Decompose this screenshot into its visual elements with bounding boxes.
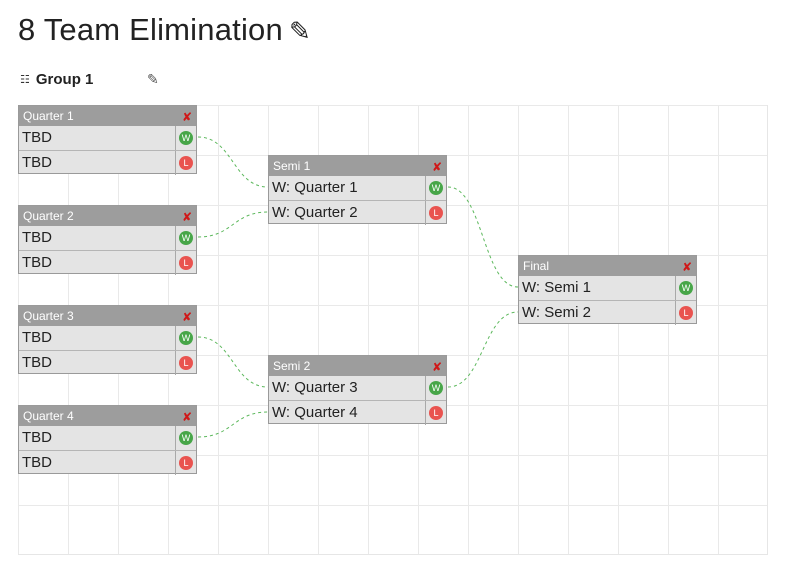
delete-match-icon[interactable]: ✘ xyxy=(431,360,442,374)
slot-team-name[interactable]: W: Semi 2 xyxy=(519,301,676,325)
win-icon[interactable]: W xyxy=(179,431,193,445)
match-slot-bottom: W: Semi 2 L xyxy=(519,300,696,325)
delete-match-icon[interactable]: ✘ xyxy=(431,160,442,174)
match-header: Quarter 2 ✘ xyxy=(19,206,196,226)
match-semi-2: Semi 2 ✘ W: Quarter 3 W W: Quarter 4 L xyxy=(268,355,447,425)
slot-team-name[interactable]: TBD xyxy=(19,251,176,275)
match-title: Semi 2 xyxy=(273,359,311,373)
delete-match-icon[interactable]: ✘ xyxy=(181,110,192,124)
slot-team-name[interactable]: TBD xyxy=(19,326,176,350)
match-title: Semi 1 xyxy=(273,159,311,173)
match-header: Quarter 1 ✘ xyxy=(19,106,196,126)
delete-match-icon[interactable]: ✘ xyxy=(181,310,192,324)
slot-team-name[interactable]: TBD xyxy=(19,451,176,475)
match-quarter-4: Quarter 4 ✘ TBD W TBD L xyxy=(18,405,197,475)
match-title: Quarter 2 xyxy=(23,209,74,223)
match-slot-bottom: W: Quarter 2 L xyxy=(269,200,446,225)
match-slot-bottom: TBD L xyxy=(19,350,196,375)
delete-match-icon[interactable]: ✘ xyxy=(681,260,692,274)
match-slot-top: W: Quarter 1 W xyxy=(269,176,446,200)
slot-team-name[interactable]: W: Quarter 2 xyxy=(269,201,426,225)
match-header: Semi 1 ✘ xyxy=(269,156,446,176)
slot-team-name[interactable]: W: Quarter 1 xyxy=(269,176,426,200)
match-semi-1: Semi 1 ✘ W: Quarter 1 W W: Quarter 2 L xyxy=(268,155,447,225)
loss-icon[interactable]: L xyxy=(429,206,443,220)
group-edit-pencil-icon[interactable]: ✎ xyxy=(147,71,159,87)
loss-icon[interactable]: L xyxy=(179,156,193,170)
group-name: Group 1 xyxy=(35,70,94,88)
group-header: ☷ Group 1 xyxy=(20,70,93,88)
match-slot-bottom: TBD L xyxy=(19,450,196,475)
win-icon[interactable]: W xyxy=(429,381,443,395)
match-header: Final ✘ xyxy=(519,256,696,276)
loss-icon[interactable]: L xyxy=(179,356,193,370)
match-header: Quarter 4 ✘ xyxy=(19,406,196,426)
loss-icon[interactable]: L xyxy=(429,406,443,420)
match-slot-top: TBD W xyxy=(19,126,196,150)
delete-match-icon[interactable]: ✘ xyxy=(181,210,192,224)
slot-team-name[interactable]: W: Quarter 4 xyxy=(269,401,426,425)
page-title-text: 8 Team Elimination xyxy=(18,12,283,47)
win-icon[interactable]: W xyxy=(679,281,693,295)
loss-icon[interactable]: L xyxy=(679,306,693,320)
loss-icon[interactable]: L xyxy=(179,256,193,270)
match-title: Quarter 4 xyxy=(23,409,74,423)
match-header: Semi 2 ✘ xyxy=(269,356,446,376)
match-slot-bottom: TBD L xyxy=(19,250,196,275)
match-slot-top: W: Semi 1 W xyxy=(519,276,696,300)
match-quarter-3: Quarter 3 ✘ TBD W TBD L xyxy=(18,305,197,375)
slot-team-name[interactable]: TBD xyxy=(19,351,176,375)
match-final: Final ✘ W: Semi 1 W W: Semi 2 L xyxy=(518,255,697,325)
win-icon[interactable]: W xyxy=(179,231,193,245)
match-header: Quarter 3 ✘ xyxy=(19,306,196,326)
match-slot-top: TBD W xyxy=(19,326,196,350)
match-quarter-2: Quarter 2 ✘ TBD W TBD L xyxy=(18,205,197,275)
match-title: Quarter 1 xyxy=(23,109,74,123)
edit-pencil-icon[interactable]: ✎ xyxy=(288,16,311,46)
match-title: Quarter 3 xyxy=(23,309,74,323)
slot-team-name[interactable]: TBD xyxy=(19,426,176,450)
win-icon[interactable]: W xyxy=(179,131,193,145)
match-slot-top: TBD W xyxy=(19,426,196,450)
slot-team-name[interactable]: TBD xyxy=(19,151,176,175)
match-slot-top: TBD W xyxy=(19,226,196,250)
group-list-icon: ☷ xyxy=(20,73,30,86)
page-title: 8 Team Elimination✎ xyxy=(18,12,311,48)
match-slot-bottom: TBD L xyxy=(19,150,196,175)
slot-team-name[interactable]: TBD xyxy=(19,126,176,150)
win-icon[interactable]: W xyxy=(179,331,193,345)
delete-match-icon[interactable]: ✘ xyxy=(181,410,192,424)
match-title: Final xyxy=(523,259,550,273)
slot-team-name[interactable]: W: Quarter 3 xyxy=(269,376,426,400)
slot-team-name[interactable]: TBD xyxy=(19,226,176,250)
slot-team-name[interactable]: W: Semi 1 xyxy=(519,276,676,300)
loss-icon[interactable]: L xyxy=(179,456,193,470)
match-slot-bottom: W: Quarter 4 L xyxy=(269,400,446,425)
match-slot-top: W: Quarter 3 W xyxy=(269,376,446,400)
win-icon[interactable]: W xyxy=(429,181,443,195)
match-quarter-1: Quarter 1 ✘ TBD W TBD L xyxy=(18,105,197,175)
